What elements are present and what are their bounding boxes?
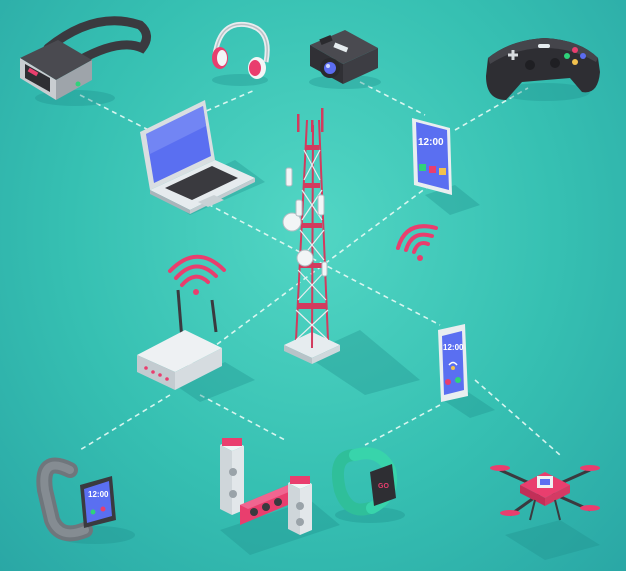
speaker-system-icon	[220, 438, 340, 555]
wifi-signal-icon	[168, 254, 226, 295]
headphones-icon	[212, 21, 270, 86]
laptop-icon	[140, 100, 265, 215]
line-router-watch	[79, 394, 171, 451]
drone-icon	[490, 465, 600, 560]
smartphone-icon: 12:00	[438, 324, 495, 418]
watch-time: 12:00	[88, 490, 109, 499]
line-phone-drone	[474, 379, 561, 456]
line-camera-tablet	[359, 81, 426, 116]
tablet-icon: 12:00	[412, 118, 480, 215]
band-label: GO	[378, 483, 389, 490]
phone-time: 12:00	[443, 343, 464, 352]
smartwatch-icon: 12:00	[36, 457, 135, 544]
line-router-speakers	[199, 394, 286, 441]
fitness-band-icon: GO	[331, 447, 405, 523]
wifi-signal-icon	[396, 224, 438, 261]
vr-headset-icon	[20, 16, 151, 106]
line-laptop-phone	[199, 199, 441, 326]
tablet-time: 12:00	[418, 137, 444, 148]
gamepad-icon	[486, 38, 600, 101]
cell-tower-icon	[282, 108, 420, 395]
line-phone-band	[364, 404, 441, 446]
router-icon	[137, 289, 255, 402]
camera-icon	[309, 30, 381, 89]
line-tablet-router	[179, 184, 431, 373]
